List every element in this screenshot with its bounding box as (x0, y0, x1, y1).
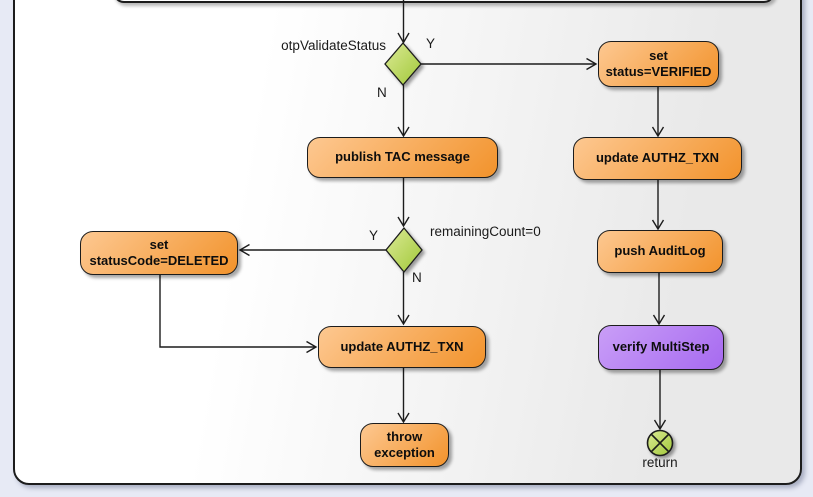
decision1-yes-label: Y (426, 36, 436, 51)
node-throw-exception: throw exception (360, 423, 449, 467)
arrowhead-down-icon (397, 216, 410, 228)
arrowhead-right-icon (306, 340, 318, 354)
node-verify-multistep: verify MultiStep (598, 325, 724, 370)
arrowhead-down-icon (652, 314, 666, 326)
flow-edges (159, 0, 667, 431)
flow-final-node-icon (646, 429, 674, 457)
final-node-label: return (642, 455, 678, 470)
node-update-authz-txn-left: update AUTHZ_TXN (318, 326, 486, 368)
decision2-no-label: N (412, 270, 422, 285)
decision-diamond-otpValidateStatus (384, 42, 422, 86)
arrowhead-down-icon (651, 219, 665, 231)
arrowhead-right-icon (586, 57, 598, 71)
arrowhead-down-icon (651, 126, 665, 138)
decision1-no-label: N (377, 85, 387, 100)
node-update-authz-txn-right: update AUTHZ_TXN (573, 137, 742, 180)
arrowhead-left-icon (238, 243, 250, 257)
arrowhead-down-icon (397, 412, 410, 424)
arrowhead-down-icon (653, 419, 667, 431)
edge-deleted-to-update (159, 275, 315, 348)
decision2-yes-label: Y (369, 228, 379, 243)
arrowhead-down-icon (397, 314, 410, 326)
arrowhead-down-icon (397, 126, 410, 138)
node-push-auditlog: push AuditLog (597, 230, 723, 273)
arrowhead-down-icon (397, 32, 410, 44)
decision-diamond-remainingCount (385, 226, 423, 274)
node-set-statuscode-deleted: set statusCode=DELETED (80, 231, 238, 275)
node-publish-tac-message: publish TAC message (307, 137, 498, 178)
decision1-label: otpValidateStatus (281, 38, 386, 53)
decision2-label: remainingCount=0 (430, 224, 541, 239)
node-set-status-verified: set status=VERIFIED (598, 41, 719, 87)
final-cross-icon (650, 433, 670, 453)
